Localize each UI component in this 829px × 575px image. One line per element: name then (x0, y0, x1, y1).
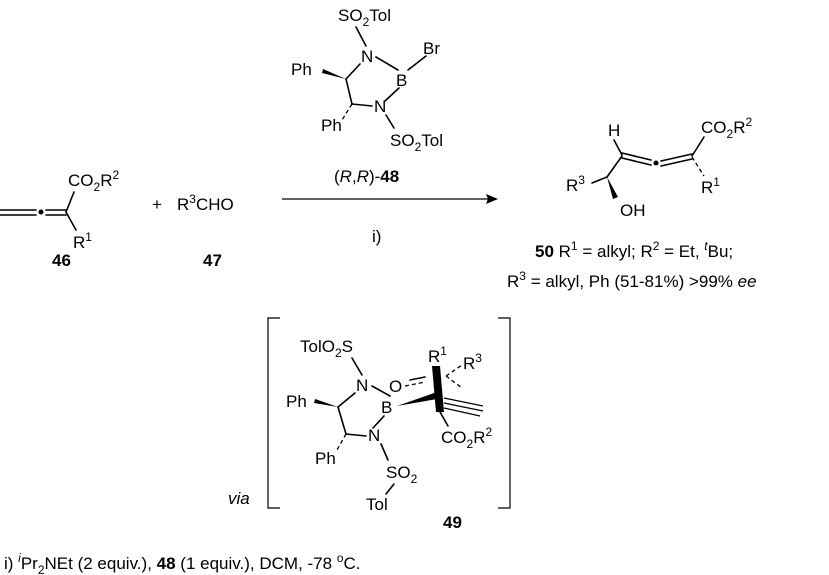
ts-ph-bottom: Ph (315, 449, 336, 468)
aldehyde-label: 47 (203, 251, 222, 270)
ts-b: B (381, 398, 392, 417)
ts-label: 49 (443, 513, 462, 532)
product-50: H CO2R2 R1 R3 OH 50 R1 = alkyl; R2 = Et,… (507, 115, 757, 291)
ts-tol: Tol (366, 495, 388, 514)
product-desc-line2: R3 = alkyl, Ph (51-81%) >99% ee (507, 269, 757, 291)
product-oh: OH (620, 201, 646, 220)
reagent-ph-bottom: Ph (321, 116, 342, 135)
via-label: via (228, 489, 250, 508)
substrate-r1: R1 (73, 230, 92, 252)
ts-n-top: N (356, 376, 368, 395)
substrate-label: 46 (52, 251, 71, 270)
conditions-footnote: i) iPr2NEt (2 equiv.), 48 (1 equiv.), DC… (4, 551, 361, 575)
ts-ester: CO2R2 (441, 425, 492, 451)
substrate-ester: CO2R2 (68, 168, 119, 194)
reaction-arrow: i) (282, 194, 498, 246)
aldehyde-47: + R3CHO 47 (152, 192, 234, 270)
transition-state-49: via TolO2S N O B N Ph Ph SO2 Tol R1 R3 C (228, 317, 511, 532)
aldehyde-formula: R3CHO (177, 192, 234, 214)
arrow-condition: i) (372, 227, 381, 246)
product-h: H (608, 121, 620, 140)
ts-n-bottom: N (368, 426, 380, 445)
reagent-br: Br (423, 39, 440, 58)
product-r1: R1 (701, 175, 720, 197)
reagent-n-top: N (361, 47, 373, 66)
ts-ph-top: Ph (286, 392, 307, 411)
ts-r3: R3 (463, 351, 482, 373)
ts-r1: R1 (428, 344, 447, 366)
ts-so2: SO2 (386, 463, 418, 486)
ts-sulfonyl-top: TolO2S (300, 337, 353, 360)
reagent-48: SO2Tol N B Br N SO2Tol Ph Ph (R,R)-48 (291, 6, 443, 186)
reagent-ph-top: Ph (291, 60, 312, 79)
ts-o: O (389, 377, 402, 396)
reagent-caption: (R,R)-48 (334, 167, 399, 186)
reagent-sulfonyl-bottom: SO2Tol (390, 131, 443, 154)
plus-sign: + (152, 195, 162, 214)
product-r3: R3 (566, 173, 585, 195)
product-desc-line1: 50 R1 = alkyl; R2 = Et, tBu; (535, 239, 733, 261)
reagent-sulfonyl-top: SO2Tol (338, 6, 391, 29)
allenoate-46: CO2R2 R1 46 (0, 168, 119, 270)
reagent-b: B (396, 71, 407, 90)
product-ester: CO2R2 (701, 115, 752, 141)
reagent-n-bottom: N (374, 97, 386, 116)
